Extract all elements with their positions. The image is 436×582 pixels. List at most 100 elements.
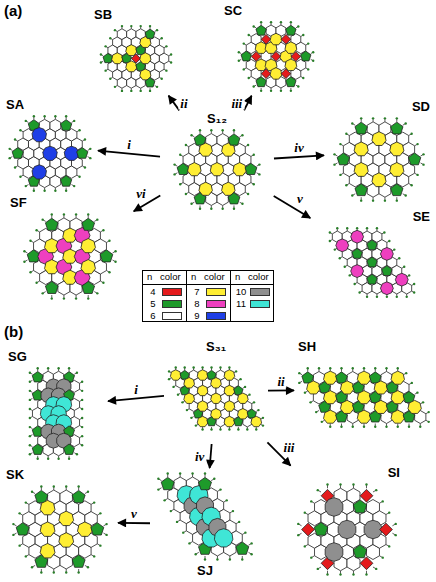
- carbon-ring: [367, 274, 377, 284]
- end-atom: [29, 435, 31, 437]
- end-atom: [258, 163, 260, 165]
- carbon-ring: [408, 400, 421, 413]
- end-atom: [210, 207, 212, 209]
- carbon-ring: [61, 176, 72, 187]
- end-atom: [109, 78, 111, 80]
- carbon-ring: [241, 51, 251, 61]
- step-numeral: v: [129, 507, 139, 520]
- end-atom: [35, 229, 37, 231]
- end-atom: [239, 378, 241, 380]
- end-atom: [96, 292, 98, 294]
- end-atom: [333, 153, 335, 155]
- end-atom: [210, 129, 212, 131]
- end-atom: [170, 53, 172, 55]
- structure-box: SB: [92, 8, 180, 94]
- end-atom: [87, 491, 89, 493]
- carbon-ring: [367, 240, 377, 250]
- end-atom: [29, 453, 31, 455]
- end-atom: [260, 90, 262, 92]
- carbon-ring: [236, 542, 249, 554]
- carbon-ring: [40, 543, 55, 557]
- end-atom: [40, 485, 42, 487]
- reaction-arrow: [244, 96, 252, 110]
- end-atom: [104, 45, 106, 47]
- end-atom: [210, 428, 212, 430]
- end-atom: [210, 366, 212, 368]
- end-atom: [388, 511, 390, 513]
- end-atom: [244, 531, 246, 533]
- carbon-ring: [256, 77, 266, 87]
- table-header: n: [235, 272, 240, 283]
- end-atom: [93, 555, 95, 557]
- end-atom: [304, 545, 306, 547]
- molecule-structure: [12, 485, 108, 574]
- end-atom: [363, 426, 365, 428]
- end-atom: [100, 53, 102, 55]
- end-atom: [304, 391, 306, 393]
- end-atom: [194, 553, 196, 555]
- end-atom: [309, 401, 311, 403]
- end-atom: [76, 372, 78, 374]
- carbon-ring: [199, 182, 213, 195]
- reaction-arrow: [118, 522, 150, 524]
- end-atom: [248, 34, 250, 36]
- step-numeral: iv: [292, 140, 305, 153]
- carbon-ring: [184, 378, 195, 388]
- end-atom: [348, 274, 350, 276]
- end-atom: [428, 421, 430, 423]
- carbon-ring: [357, 410, 370, 423]
- table-header: color: [248, 272, 269, 283]
- end-atom: [406, 296, 408, 298]
- end-atom: [25, 501, 27, 503]
- end-atom: [43, 190, 45, 192]
- end-atom: [353, 283, 355, 285]
- end-atom: [163, 499, 165, 501]
- end-atom: [173, 163, 175, 165]
- color-swatch: [162, 300, 182, 308]
- end-atom: [89, 148, 91, 150]
- end-atom: [29, 417, 31, 419]
- end-atom: [36, 367, 38, 369]
- end-atom: [395, 534, 397, 536]
- carbon-ring: [391, 122, 403, 134]
- end-atom: [247, 193, 249, 195]
- carbon-ring: [374, 400, 387, 413]
- end-atom: [297, 25, 299, 27]
- end-atom: [201, 366, 203, 368]
- color-swatch: [206, 312, 226, 320]
- carbon-ring: [82, 281, 95, 293]
- end-atom: [307, 367, 309, 369]
- end-atom: [165, 45, 167, 47]
- end-atom: [317, 568, 319, 570]
- end-atom: [351, 122, 353, 124]
- end-atom: [114, 29, 116, 31]
- end-atom: [241, 558, 243, 560]
- structure-label: SK: [6, 468, 24, 482]
- end-atom: [302, 77, 304, 79]
- end-atom: [237, 428, 239, 430]
- end-atom: [149, 90, 151, 92]
- structure-label: SE: [413, 210, 430, 224]
- end-atom: [157, 478, 159, 480]
- panel-label: (a): [4, 3, 22, 19]
- end-atom: [258, 173, 260, 175]
- carbon-ring: [395, 273, 408, 286]
- end-atom: [191, 472, 193, 474]
- end-atom: [382, 556, 384, 558]
- end-atom: [41, 292, 43, 294]
- carbon-ring: [353, 545, 367, 558]
- end-atom: [185, 193, 187, 195]
- end-atom: [23, 250, 25, 252]
- carbon-ring: [103, 53, 113, 62]
- end-atom: [315, 411, 317, 413]
- end-atom: [99, 544, 101, 546]
- molecule-structure: [23, 213, 117, 300]
- end-atom: [99, 512, 101, 514]
- carbon-ring: [197, 385, 208, 395]
- end-atom: [81, 426, 83, 428]
- carbon-ring: [45, 281, 58, 293]
- end-atom: [73, 120, 75, 122]
- carbon-ring: [355, 184, 367, 196]
- carbon-ring: [256, 25, 266, 35]
